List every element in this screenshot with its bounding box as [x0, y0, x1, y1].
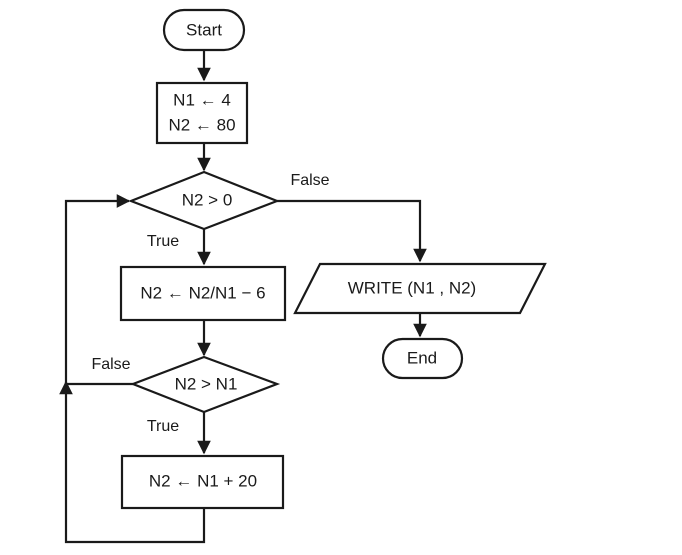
node-init-label-line2: N2 ← 80: [168, 115, 235, 134]
node-start[interactable]: [162, 8, 246, 52]
edge-label-decision2-true: True: [147, 418, 179, 435]
connector-process2-loopback: [64, 400, 206, 544]
node-process2[interactable]: [120, 454, 285, 510]
node-init[interactable]: [155, 81, 249, 145]
edge-label-decision1-true: True: [147, 233, 179, 250]
node-decision2[interactable]: [129, 355, 281, 414]
node-decision1-label: N2 > 0: [182, 190, 233, 209]
node-write-label: WRITE (N1 , N2): [348, 278, 476, 297]
connector-decision1-false-to-write: [277, 199, 427, 263]
node-write[interactable]: [293, 262, 547, 315]
node-process2-label: N2 ← N1 + 20: [149, 471, 257, 490]
node-decision1[interactable]: [127, 170, 281, 231]
node-init-label-line1: N1 ← 4: [173, 90, 231, 109]
node-end[interactable]: [381, 337, 464, 380]
node-end-label: End: [407, 348, 437, 367]
edge-label-decision1-false: False: [290, 172, 329, 189]
node-start-label: Start: [186, 20, 222, 39]
edge-label-decision2-false: False: [91, 356, 130, 373]
node-process1[interactable]: [119, 265, 287, 322]
node-decision2-label: N2 > N1: [175, 374, 238, 393]
connector-decision2-false-to-decision1: [64, 194, 133, 386]
node-process1-label: N2 ← N2/N1 − 6: [140, 283, 265, 302]
